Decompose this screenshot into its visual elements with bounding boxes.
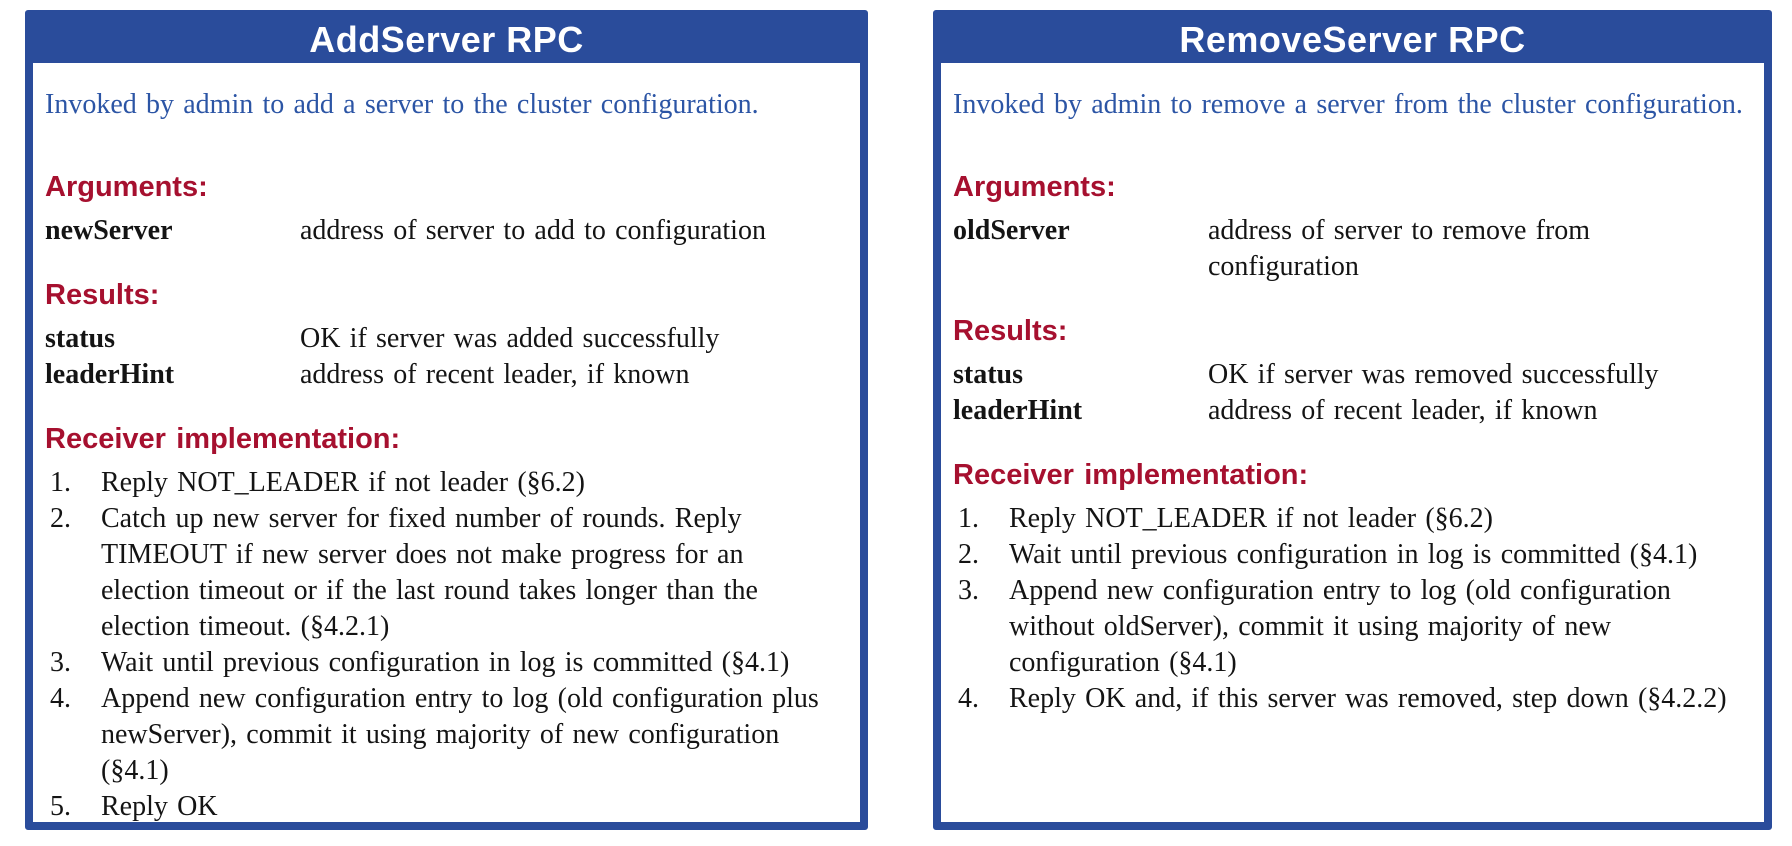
step-item: Reply OK and, if this server was removed…	[958, 681, 1727, 717]
results-heading: Results:	[45, 279, 160, 311]
addserver-card-body: Invoked by admin to add a server to the …	[33, 63, 860, 825]
step-item: Reply OK	[50, 789, 218, 825]
removeserver-results-section: Results: status OK if server was removed…	[953, 313, 1744, 429]
param-row: status OK if server was removed successf…	[953, 357, 1744, 393]
arguments-heading: Arguments:	[45, 171, 208, 203]
addserver-rpc-card: AddServer RPC Invoked by admin to add a …	[25, 10, 868, 830]
step-item: Append new configuration entry to log (o…	[958, 573, 1671, 678]
removeserver-rpc-card: RemoveServer RPC Invoked by admin to rem…	[933, 10, 1772, 830]
addserver-card-title: AddServer RPC	[309, 19, 584, 60]
param-name: newServer	[45, 215, 173, 246]
step-item: Wait until previous configuration in log…	[50, 645, 790, 681]
addserver-receiver-section: Receiver implementation: Reply NOT_LEADE…	[45, 421, 840, 825]
param-name: oldServer	[953, 215, 1070, 246]
param-name: leaderHint	[45, 359, 175, 390]
param-description: address of server to add to configuratio…	[300, 215, 766, 246]
addserver-title-bar: AddServer RPC	[33, 17, 860, 63]
removeserver-description: Invoked by admin to remove a server from…	[953, 89, 1743, 120]
removeserver-receiver-section: Receiver implementation: Reply NOT_LEADE…	[953, 457, 1744, 717]
param-description: OK if server was added successfully	[300, 323, 720, 354]
param-row: newServer address of server to add to co…	[45, 213, 840, 249]
param-row: leaderHint address of recent leader, if …	[953, 393, 1744, 429]
arguments-heading: Arguments:	[953, 171, 1116, 203]
addserver-arguments-section: Arguments: newServer address of server t…	[45, 169, 840, 249]
param-name: status	[45, 323, 116, 354]
receiver-steps-list: Reply NOT_LEADER if not leader (§6.2) Ca…	[45, 465, 840, 825]
receiver-implementation-heading: Receiver implementation:	[953, 459, 1309, 491]
removeserver-card-title: RemoveServer RPC	[1179, 19, 1526, 60]
param-row: status OK if server was added successful…	[45, 321, 840, 357]
param-name: status	[953, 359, 1024, 390]
removeserver-title-bar: RemoveServer RPC	[941, 17, 1764, 63]
removeserver-card-body: Invoked by admin to remove a server from…	[941, 63, 1764, 717]
step-item: Reply NOT_LEADER if not leader (§6.2)	[50, 465, 585, 501]
receiver-steps-list: Reply NOT_LEADER if not leader (§6.2) Wa…	[953, 501, 1744, 717]
param-description: address of recent leader, if known	[300, 359, 690, 390]
param-description: OK if server was removed successfully	[1208, 359, 1659, 390]
addserver-description: Invoked by admin to add a server to the …	[45, 89, 759, 120]
step-item: Append new configuration entry to log (o…	[50, 681, 819, 786]
param-row: leaderHint address of recent leader, if …	[45, 357, 840, 393]
param-description: address of recent leader, if known	[1208, 395, 1598, 426]
receiver-implementation-heading: Receiver implementation:	[45, 423, 401, 455]
param-row: oldServer address of server to remove fr…	[953, 213, 1744, 285]
results-heading: Results:	[953, 315, 1068, 347]
addserver-results-section: Results: status OK if server was added s…	[45, 277, 840, 393]
step-item: Catch up new server for fixed number of …	[50, 501, 758, 642]
param-description: address of server to remove from configu…	[1208, 215, 1591, 282]
removeserver-arguments-section: Arguments: oldServer address of server t…	[953, 169, 1744, 285]
step-item: Reply NOT_LEADER if not leader (§6.2)	[958, 501, 1493, 537]
param-name: leaderHint	[953, 395, 1083, 426]
step-item: Wait until previous configuration in log…	[958, 537, 1698, 573]
